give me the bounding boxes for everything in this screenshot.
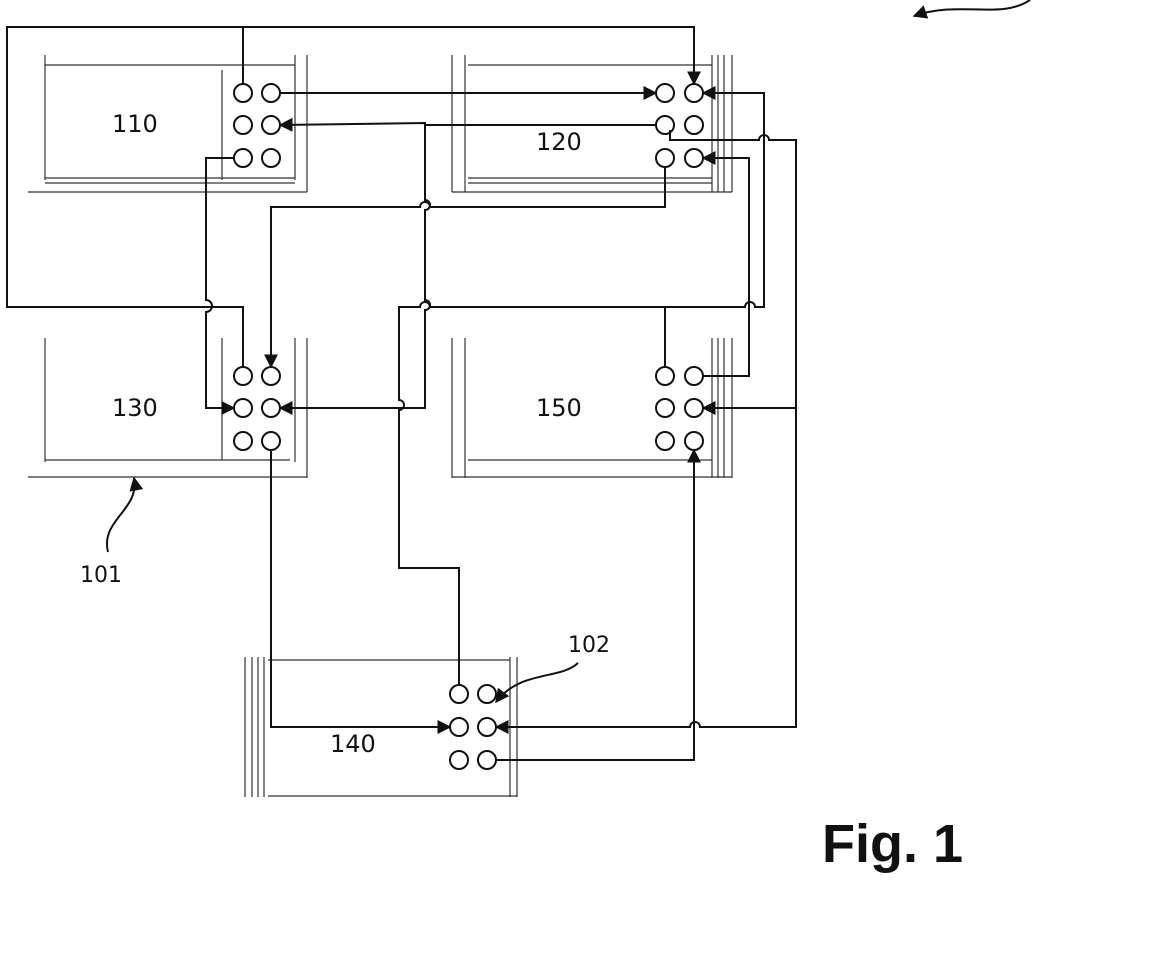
ports-120 bbox=[656, 84, 703, 167]
reference-102: 102 bbox=[496, 633, 610, 702]
module-150-label: 150 bbox=[536, 394, 582, 422]
reference-arrow-top-right bbox=[914, 0, 1030, 16]
module-120-label: 120 bbox=[536, 128, 582, 156]
figure-caption: Fig. 1 bbox=[822, 814, 963, 874]
wire-110-to-130 bbox=[206, 158, 234, 408]
reference-101-label: 101 bbox=[80, 563, 122, 588]
wire-140-to-150 bbox=[496, 450, 694, 760]
ports-140 bbox=[450, 685, 496, 769]
wire-120-to-130 bbox=[271, 167, 665, 367]
wire-center-to-130 bbox=[280, 125, 430, 408]
reference-102-label: 102 bbox=[568, 633, 610, 658]
ports-130 bbox=[234, 367, 280, 450]
wire-130-to-140 bbox=[271, 450, 450, 727]
ports-150 bbox=[656, 367, 703, 450]
wire-outer-loop bbox=[7, 27, 694, 367]
wire-150-right bbox=[703, 158, 749, 376]
module-110-label: 110 bbox=[112, 110, 158, 138]
reference-101: 101 bbox=[80, 478, 135, 588]
wire-140-up bbox=[399, 93, 764, 685]
module-130-label: 130 bbox=[112, 394, 158, 422]
wire-120-to-110 bbox=[280, 123, 656, 125]
wire-right-bus bbox=[496, 130, 796, 727]
ports-110 bbox=[234, 84, 280, 167]
module-140-label: 140 bbox=[330, 730, 376, 758]
